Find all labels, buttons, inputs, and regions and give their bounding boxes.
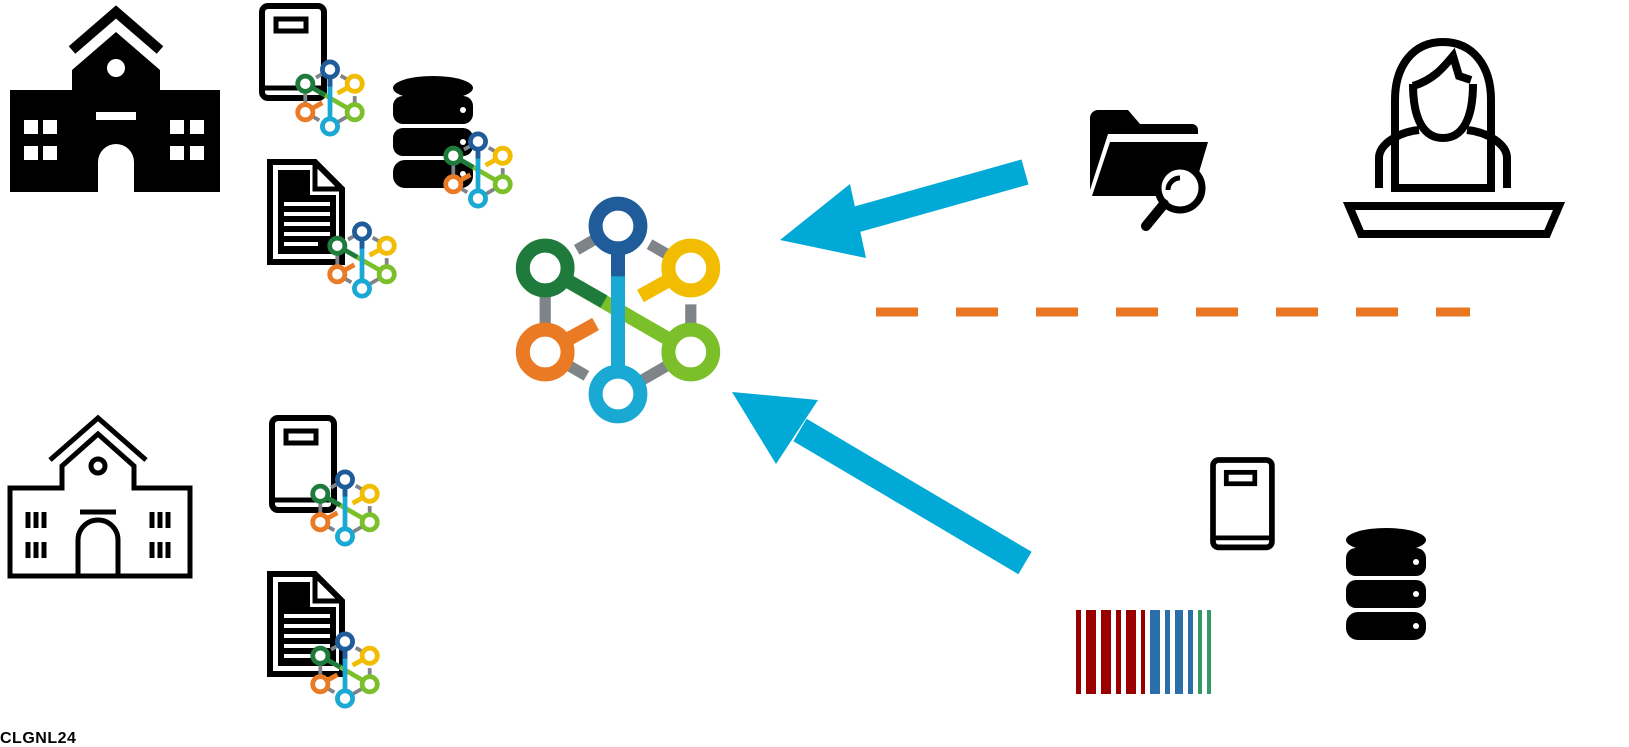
person-at-desk-icon bbox=[1342, 38, 1566, 238]
database-icon bbox=[393, 76, 473, 188]
central-network-graph-icon bbox=[523, 204, 713, 417]
barcode-icon bbox=[1076, 610, 1211, 694]
book-icon bbox=[1213, 460, 1272, 547]
footer-label: CLGNL24 bbox=[0, 730, 77, 747]
document-icon bbox=[270, 574, 342, 674]
arrow-icon bbox=[732, 392, 1032, 575]
folder-search-icon bbox=[1090, 110, 1208, 231]
database-icon bbox=[1346, 528, 1426, 640]
arrow-icon bbox=[780, 159, 1029, 258]
building-outline-icon bbox=[7, 414, 193, 579]
building-filled-icon bbox=[10, 5, 220, 192]
